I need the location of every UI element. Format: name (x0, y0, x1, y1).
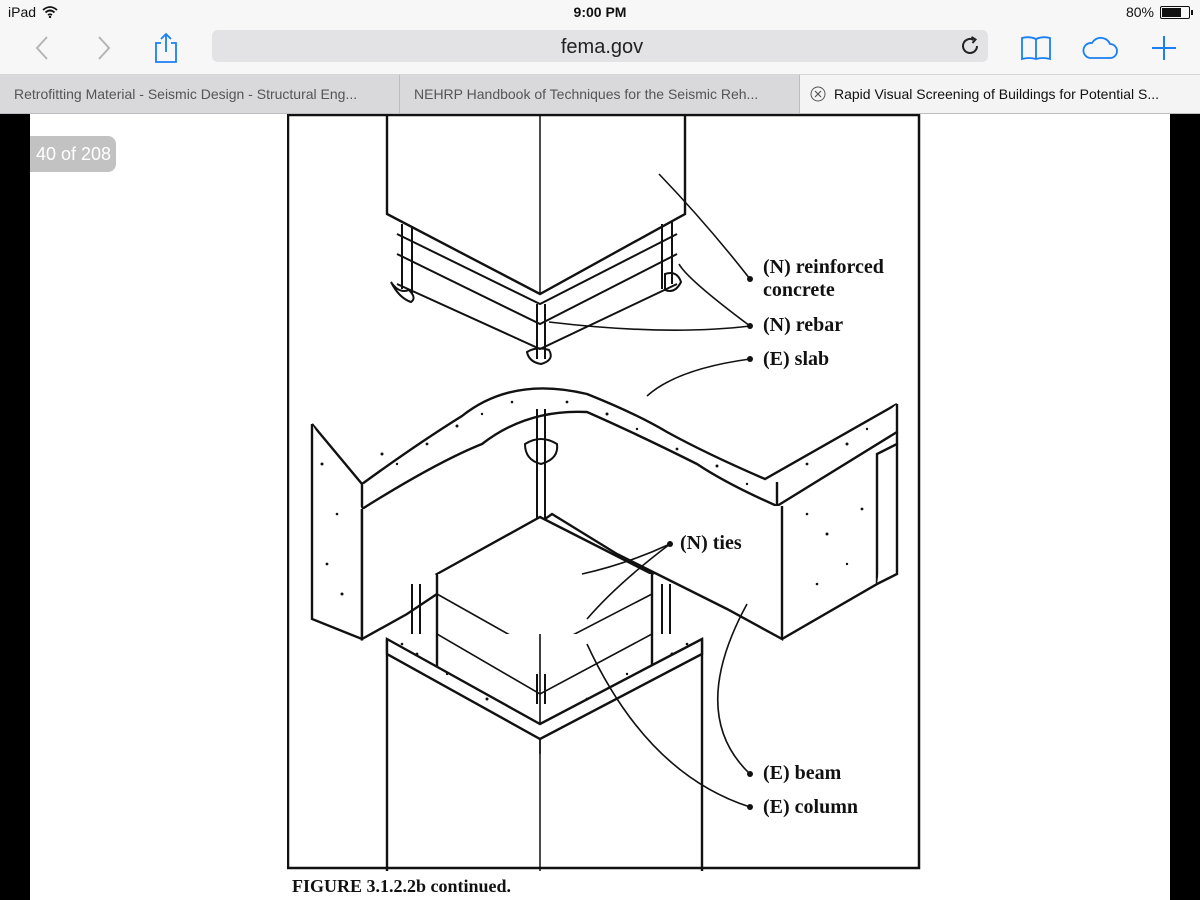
tab-retrofitting-material[interactable]: Retrofitting Material - Seismic Design -… (0, 75, 400, 113)
battery-icon (1160, 5, 1193, 19)
status-left: iPad (8, 4, 58, 20)
share-icon (155, 32, 177, 63)
leader-lines (548, 173, 751, 808)
existing-beam (360, 432, 899, 642)
battery-percent: 80% (1125, 4, 1154, 20)
existing-column (385, 636, 704, 871)
label-reinforced-concrete: (N) reinforced concrete (763, 256, 884, 302)
reload-icon[interactable] (958, 34, 982, 58)
figure-caption: FIGURE 3.1.2.2b continued. (292, 876, 512, 896)
address-bar[interactable] (212, 30, 992, 64)
label-column: (E) column (763, 796, 858, 818)
status-right: 80% (1125, 4, 1193, 20)
concrete-stipple (320, 400, 869, 701)
tab-bar: Retrofitting Material - Seismic Design -… (0, 75, 1200, 114)
bookmarks-button[interactable] (1016, 28, 1056, 68)
share-button[interactable] (146, 28, 186, 68)
battery-fill (1162, 7, 1181, 17)
label-beam: (E) beam (763, 762, 842, 784)
back-button[interactable] (22, 28, 62, 68)
tab-nehrp-handbook[interactable]: NEHRP Handbook of Techniques for the Sei… (400, 75, 800, 113)
page-indicator: 40 of 208 (30, 136, 116, 172)
label-reinforced-line1: (N) reinforced (763, 256, 884, 278)
bottom-rebar (411, 584, 671, 704)
browser-toolbar (0, 24, 1200, 75)
figure-drawing (287, 114, 921, 871)
wifi-icon (42, 6, 58, 18)
label-reinforced-line2: concrete (763, 279, 835, 301)
status-time: 9:00 PM (573, 4, 627, 20)
device-name: iPad (8, 4, 37, 20)
cloud-icon (1082, 36, 1118, 59)
book-icon (1021, 36, 1051, 61)
chevron-right-icon (98, 36, 111, 60)
icloud-tabs-button[interactable] (1080, 28, 1120, 68)
chevron-left-icon (35, 36, 48, 60)
label-rebar: (N) rebar (763, 314, 844, 336)
label-slab: (E) slab (763, 348, 830, 370)
close-icon[interactable] (810, 86, 826, 102)
rebar-through-slab (523, 409, 559, 519)
plus-icon (1152, 36, 1176, 60)
tab-rapid-visual-screening[interactable]: Rapid Visual Screening of Buildings for … (800, 75, 1200, 113)
label-ties: (N) ties (680, 532, 742, 554)
url-input[interactable] (212, 30, 992, 64)
tab-label: NEHRP Handbook of Techniques for the Sei… (414, 86, 759, 102)
new-tab-button[interactable] (1144, 28, 1184, 68)
status-bar: iPad 9:00 PM 80% (0, 0, 1200, 24)
rebar-cage (390, 222, 683, 366)
pdf-viewer[interactable]: (N) reinforced concrete (N) rebar (E) sl… (30, 114, 1170, 900)
forward-button[interactable] (84, 28, 124, 68)
leader-dots (667, 276, 753, 810)
figure-border (287, 114, 921, 870)
tab-label: Rapid Visual Screening of Buildings for … (834, 86, 1160, 102)
new-column-top (385, 114, 687, 296)
tab-label: Retrofitting Material - Seismic Design -… (14, 86, 358, 102)
